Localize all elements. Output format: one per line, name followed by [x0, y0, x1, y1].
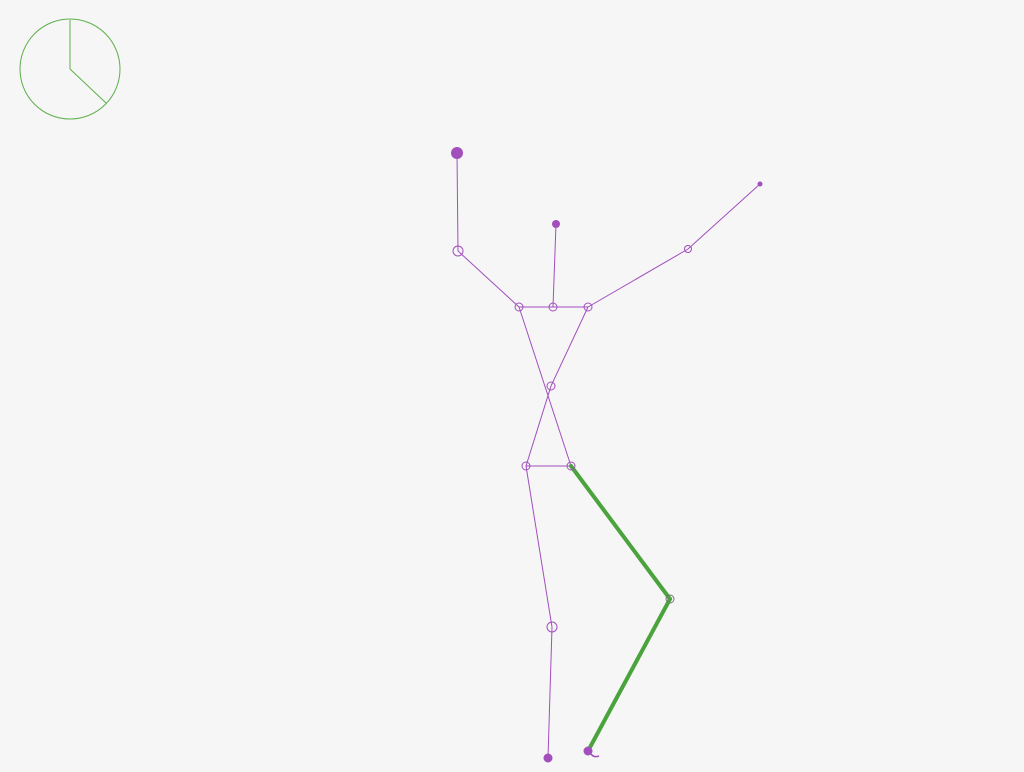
right-forearm[interactable] [687, 183, 761, 250]
handle-left-foot[interactable] [543, 753, 553, 763]
right-torso[interactable] [550, 306, 589, 387]
selected-limb[interactable] [569, 464, 672, 753]
left-thigh[interactable] [525, 465, 553, 628]
joint-right-hip[interactable] [566, 461, 576, 471]
clock-timer-icon[interactable] [19, 18, 121, 120]
joint-waist[interactable] [546, 381, 556, 391]
left-shin[interactable] [547, 626, 553, 759]
stick-figure-joints [452, 245, 692, 633]
joint-left-shoulder[interactable] [514, 302, 524, 312]
joint-left-hip[interactable] [521, 461, 531, 471]
right-thigh[interactable] [569, 464, 672, 601]
joint-neck-base[interactable] [548, 302, 558, 312]
joint-right-knee[interactable] [665, 594, 675, 604]
handle-right-foot[interactable] [583, 746, 593, 756]
left-torso[interactable] [518, 306, 572, 467]
stick-figure-handles [451, 147, 763, 763]
right-shin[interactable] [586, 597, 672, 753]
right-upper-arm[interactable] [587, 248, 689, 308]
joint-left-elbow[interactable] [452, 245, 464, 257]
left-hip-link[interactable] [525, 385, 552, 467]
stick-figure-bones [456, 152, 761, 759]
handle-head[interactable] [552, 220, 560, 228]
neck[interactable] [552, 223, 557, 308]
joint-right-shoulder[interactable] [583, 302, 593, 312]
joint-left-knee[interactable] [546, 621, 558, 633]
right-foot-toe [590, 753, 600, 758]
joint-right-elbow[interactable] [684, 245, 692, 253]
left-upper-arm[interactable] [457, 250, 520, 308]
handle-left-hand[interactable] [451, 147, 463, 159]
handle-right-hand[interactable] [757, 181, 763, 187]
left-forearm[interactable] [456, 152, 459, 252]
